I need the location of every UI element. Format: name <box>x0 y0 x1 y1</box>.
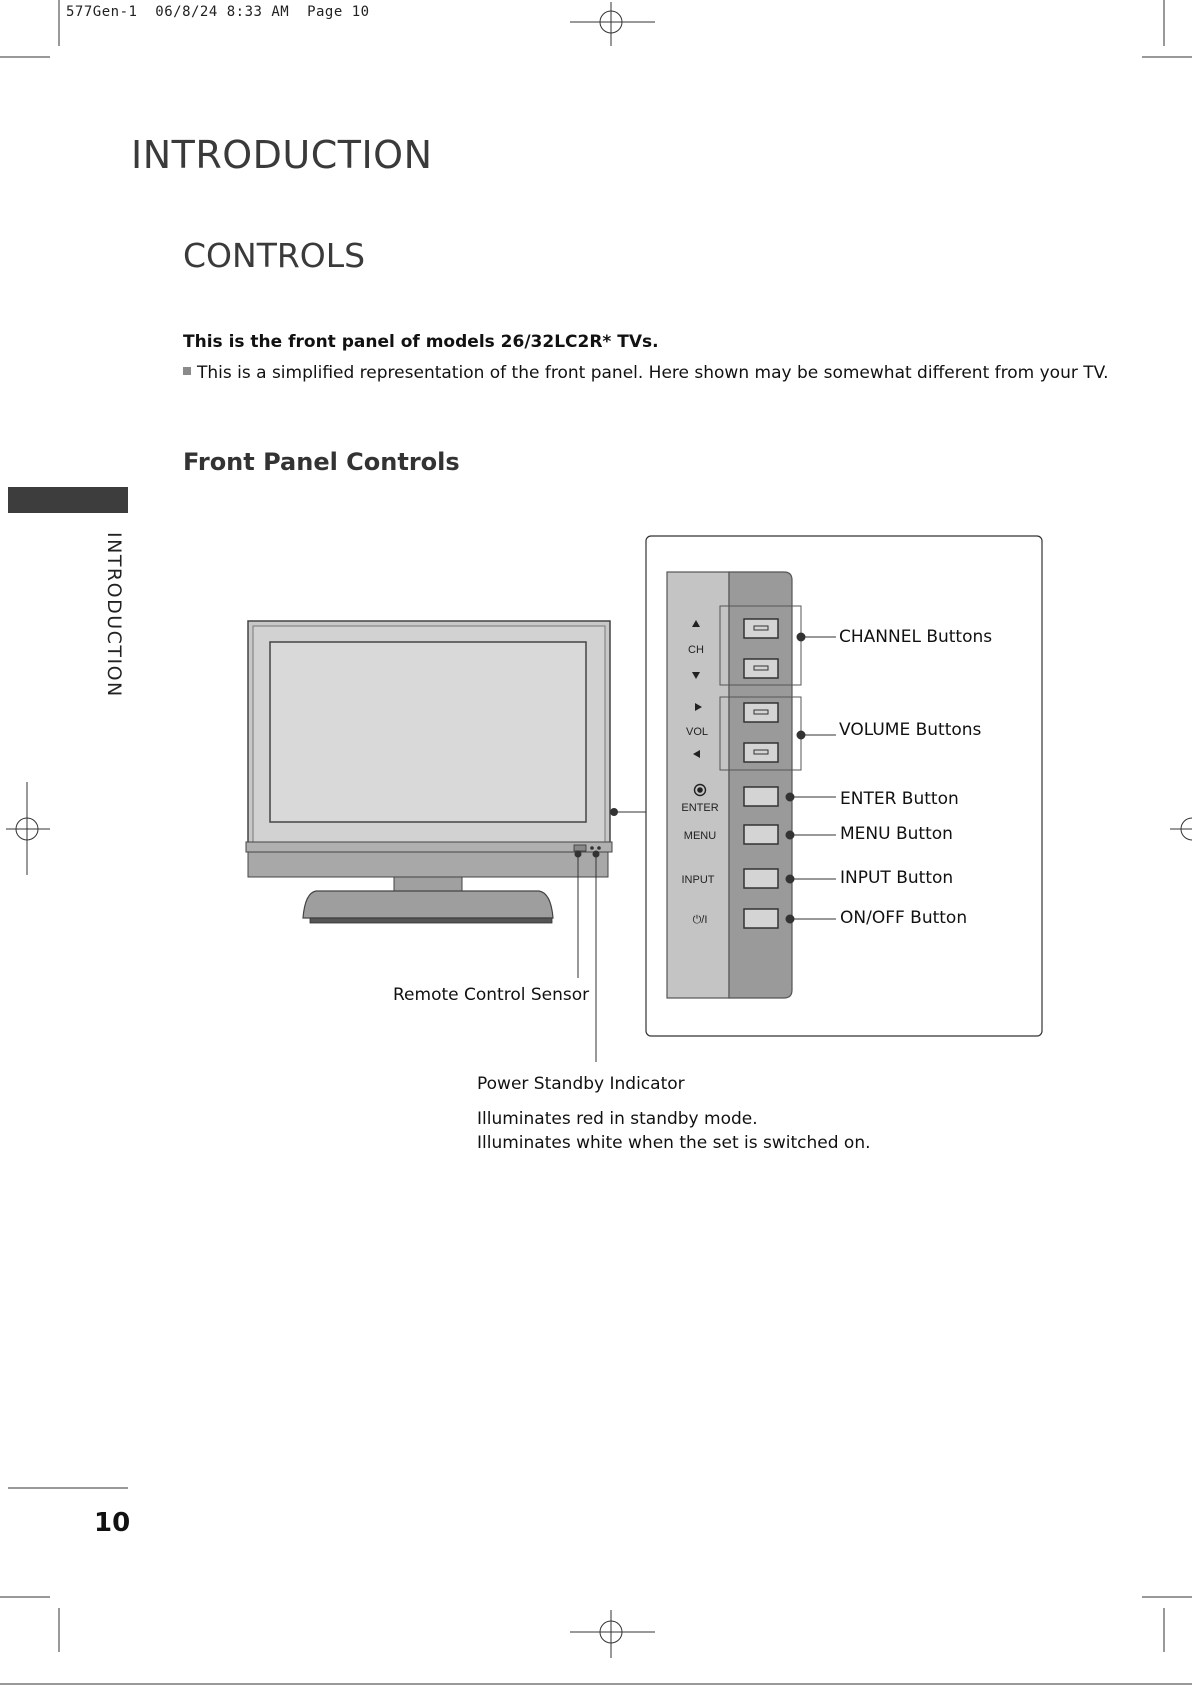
page-heading: CONTROLS <box>183 236 366 275</box>
power-label: ⏻/I <box>693 914 708 926</box>
indicator-desc-line: Illuminates red in standby mode. <box>477 1109 758 1129</box>
lead-text: This is the front panel of models 26/32L… <box>183 332 659 352</box>
subheading: Front Panel Controls <box>183 448 460 476</box>
callout-enter: ENTER Button <box>840 789 959 809</box>
vol-left-arrow-icon <box>693 750 700 758</box>
callout-menu: MENU Button <box>840 824 953 844</box>
note-text: This is a simplified representation of t… <box>183 363 1108 383</box>
enter-button <box>743 786 779 807</box>
menu-button <box>743 824 779 845</box>
vol-down-button <box>743 742 779 763</box>
tv-illustration <box>245 620 613 924</box>
ch-label: CH <box>688 644 704 656</box>
ch-down-arrow-icon <box>692 672 700 679</box>
bullet-square-icon <box>183 367 191 375</box>
indicator-desc-line: Illuminates white when the set is switch… <box>477 1133 871 1153</box>
callout-onoff: ON/OFF Button <box>840 908 968 928</box>
callout-power-indicator: Power Standby Indicator <box>477 1074 685 1094</box>
power-button <box>743 908 779 929</box>
callout-remote-sensor: Remote Control Sensor <box>393 985 590 1005</box>
section-title: INTRODUCTION <box>131 133 433 177</box>
callout-input: INPUT Button <box>840 868 954 888</box>
vol-label: VOL <box>686 726 708 738</box>
vol-right-arrow-icon <box>695 703 702 711</box>
vol-up-button <box>743 702 779 723</box>
side-label: INTRODUCTION <box>103 532 125 698</box>
print-slug: 577Gen-1 06/8/24 8:33 AM Page 10 <box>66 4 370 20</box>
ch-down-button <box>743 658 779 679</box>
page-number: 10 <box>94 1508 131 1538</box>
ch-up-arrow-icon <box>692 620 700 627</box>
enter-dot-icon <box>693 783 707 797</box>
indicator-description: Illuminates red in standby mode. Illumin… <box>477 1109 871 1157</box>
enter-label: ENTER <box>681 802 718 814</box>
callout-volume: VOLUME Buttons <box>839 720 982 740</box>
ch-up-button <box>743 618 779 639</box>
input-label: INPUT <box>682 874 715 886</box>
menu-label: MENU <box>684 830 716 842</box>
input-button <box>743 868 779 889</box>
note-body: This is a simplified representation of t… <box>197 363 1109 383</box>
side-tab-marker <box>8 487 128 513</box>
callout-channel: CHANNEL Buttons <box>839 627 993 647</box>
